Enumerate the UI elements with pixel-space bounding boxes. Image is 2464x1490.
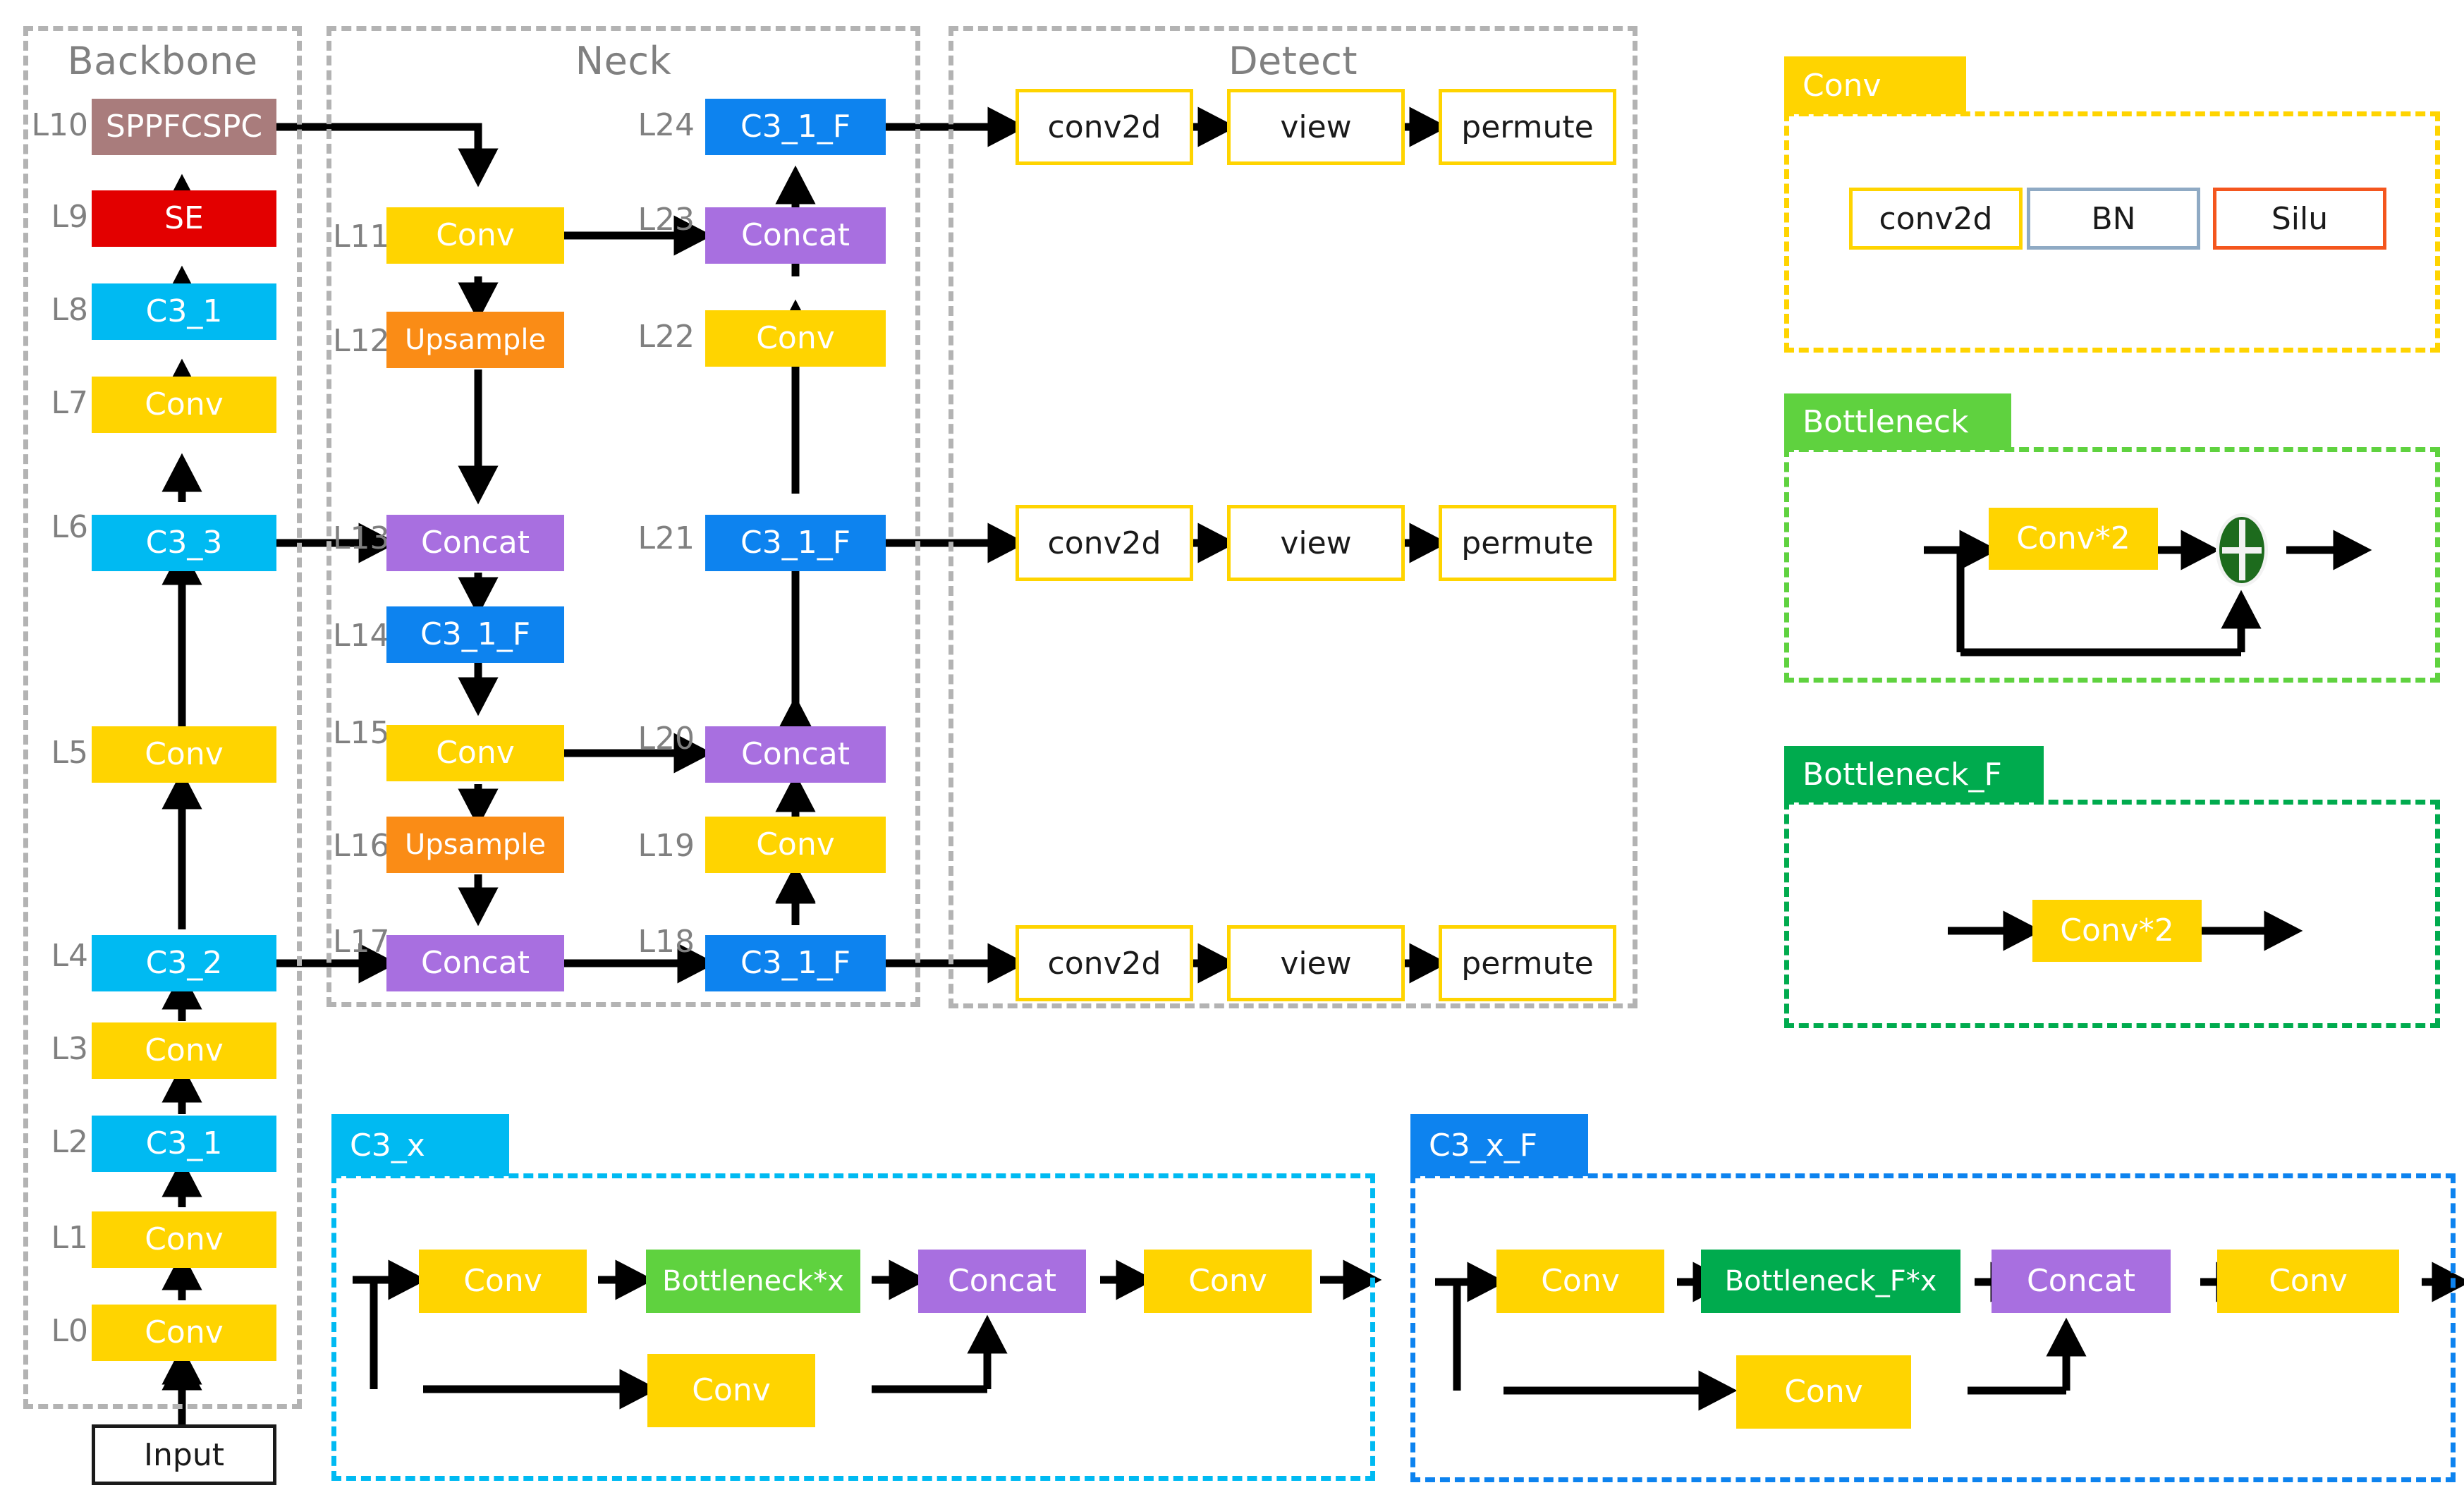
legend-bottleneck-tab: Bottleneck (1784, 393, 2011, 450)
layer-index-L3: L3 (51, 1031, 88, 1067)
legend-c3x-tab: C3_x (331, 1114, 509, 1176)
block-conv-l15[interactable]: Conv (386, 725, 564, 781)
layer-index-L11: L11 (333, 219, 390, 255)
legend-bottleneck-f: Bottleneck_F Conv*2 (1784, 746, 2440, 1028)
plus-circle-icon (2216, 513, 2268, 587)
legend-conv: Conv conv2d BN Silu (1784, 56, 2440, 353)
block-conv-l7[interactable]: Conv (92, 377, 276, 433)
legend-conv-item-silu[interactable]: Silu (2213, 188, 2386, 250)
detect-head2-permute[interactable]: permute (1439, 505, 1616, 581)
block-concat-l17[interactable]: Concat (386, 935, 564, 991)
detect-title: Detect (1228, 39, 1358, 83)
legend-conv-tab: Conv (1784, 56, 1966, 114)
input-box[interactable]: Input (92, 1424, 276, 1485)
layer-index-L4: L4 (51, 938, 88, 974)
layer-index-L10: L10 (31, 107, 88, 143)
layer-index-L5: L5 (51, 735, 88, 771)
layer-index-L18: L18 (638, 924, 695, 960)
block-upsample-l16[interactable]: Upsample (386, 817, 564, 873)
legend-c3x-body (331, 1173, 1375, 1481)
layer-index-L21: L21 (638, 520, 695, 556)
neck-title: Neck (575, 39, 672, 83)
legend-bottleneck-f-conv2[interactable]: Conv*2 (2032, 900, 2202, 962)
legend-bottleneck-conv2[interactable]: Conv*2 (1989, 508, 2158, 570)
block-neck-conv-l11[interactable]: Conv (386, 207, 564, 264)
block-c3-1-backbone-l8[interactable]: C3_1 (92, 283, 276, 340)
detect-head3-conv2d[interactable]: conv2d (1016, 925, 1193, 1001)
legend-bottleneck-f-tab: Bottleneck_F (1784, 746, 2044, 802)
neck-group (327, 26, 920, 1007)
layer-index-L20: L20 (638, 721, 695, 757)
legend-conv-body (1784, 111, 2440, 353)
layer-index-L2: L2 (51, 1124, 88, 1160)
legend-c3xf-bottleneck[interactable]: Bottleneck_F*x (1701, 1250, 1960, 1313)
layer-index-L19: L19 (638, 828, 695, 864)
layer-index-L16: L16 (333, 828, 390, 864)
block-c3-1-f-l24[interactable]: C3_1_F (705, 99, 886, 155)
legend-c3x-bottleneck[interactable]: Bottleneck*x (646, 1250, 860, 1313)
block-c3-1-f-l21[interactable]: C3_1_F (705, 515, 886, 571)
legend-c3xf: C3_x_F Conv Bottleneck_F*x Concat Conv C… (1410, 1114, 2456, 1482)
layer-index-L7: L7 (51, 385, 88, 421)
layer-index-L9: L9 (51, 199, 88, 235)
legend-bottleneck-f-body (1784, 800, 2440, 1028)
legend-conv-item-conv2d[interactable]: conv2d (1849, 188, 2023, 250)
block-c3-1-f-l18[interactable]: C3_1_F (705, 935, 886, 991)
layer-index-L1: L1 (51, 1220, 88, 1256)
legend-c3x-conv-2[interactable]: Conv (1144, 1250, 1312, 1313)
layer-index-L24: L24 (638, 107, 695, 143)
legend-c3x-concat[interactable]: Concat (918, 1250, 1086, 1313)
block-c3-3-l6[interactable]: C3_3 (92, 515, 276, 571)
detect-head1-conv2d[interactable]: conv2d (1016, 89, 1193, 165)
block-sppfcspc[interactable]: SPPFCSPC (92, 99, 276, 155)
block-conv-l22[interactable]: Conv (705, 310, 886, 367)
block-conv-l3[interactable]: Conv (92, 1022, 276, 1079)
detect-head3-permute[interactable]: permute (1439, 925, 1616, 1001)
layer-index-L8: L8 (51, 292, 88, 328)
backbone-title: Backbone (67, 39, 258, 83)
legend-c3x-conv-1[interactable]: Conv (419, 1250, 587, 1313)
backbone-group (23, 26, 302, 1409)
legend-c3xf-conv-branch[interactable]: Conv (1736, 1355, 1911, 1429)
block-concat-l20[interactable]: Concat (705, 726, 886, 783)
block-c3-1-f-l14[interactable]: C3_1_F (386, 606, 564, 663)
block-c3-1-l2[interactable]: C3_1 (92, 1116, 276, 1172)
detect-head1-view[interactable]: view (1227, 89, 1405, 165)
block-se[interactable]: SE (92, 190, 276, 247)
block-c3-2-l4[interactable]: C3_2 (92, 935, 276, 991)
layer-index-L23: L23 (638, 202, 695, 238)
legend-c3xf-conv-1[interactable]: Conv (1496, 1250, 1664, 1313)
detect-group (949, 26, 1637, 1008)
block-concat-l13[interactable]: Concat (386, 515, 564, 571)
block-upsample-l12[interactable]: Upsample (386, 312, 564, 368)
legend-conv-item-bn[interactable]: BN (2027, 188, 2200, 250)
legend-c3x-conv-branch[interactable]: Conv (647, 1354, 815, 1427)
layer-index-L13: L13 (333, 520, 390, 556)
legend-bottleneck: Bottleneck Conv*2 (1784, 393, 2440, 683)
layer-index-L12: L12 (333, 323, 390, 359)
block-conv-l0[interactable]: Conv (92, 1305, 276, 1361)
legend-bottleneck-body (1784, 447, 2440, 683)
legend-c3x: C3_x Conv Bottleneck*x Concat Conv Conv (331, 1114, 1375, 1481)
detect-head2-conv2d[interactable]: conv2d (1016, 505, 1193, 581)
block-concat-l23[interactable]: Concat (705, 207, 886, 264)
detect-head2-view[interactable]: view (1227, 505, 1405, 581)
layer-index-L17: L17 (333, 924, 390, 960)
legend-c3xf-conv-2[interactable]: Conv (2217, 1250, 2399, 1313)
legend-c3xf-tab: C3_x_F (1410, 1114, 1588, 1176)
layer-index-L6: L6 (51, 509, 88, 545)
block-conv-l1[interactable]: Conv (92, 1211, 276, 1268)
layer-index-L14: L14 (333, 618, 390, 654)
layer-index-L22: L22 (638, 319, 695, 355)
detect-head3-view[interactable]: view (1227, 925, 1405, 1001)
detect-head1-permute[interactable]: permute (1439, 89, 1616, 165)
legend-c3xf-concat[interactable]: Concat (1992, 1250, 2171, 1313)
layer-index-L0: L0 (51, 1313, 88, 1349)
layer-index-L15: L15 (333, 715, 390, 751)
block-conv-l5[interactable]: Conv (92, 726, 276, 783)
legend-c3xf-body (1410, 1173, 2456, 1482)
block-conv-l19[interactable]: Conv (705, 817, 886, 873)
